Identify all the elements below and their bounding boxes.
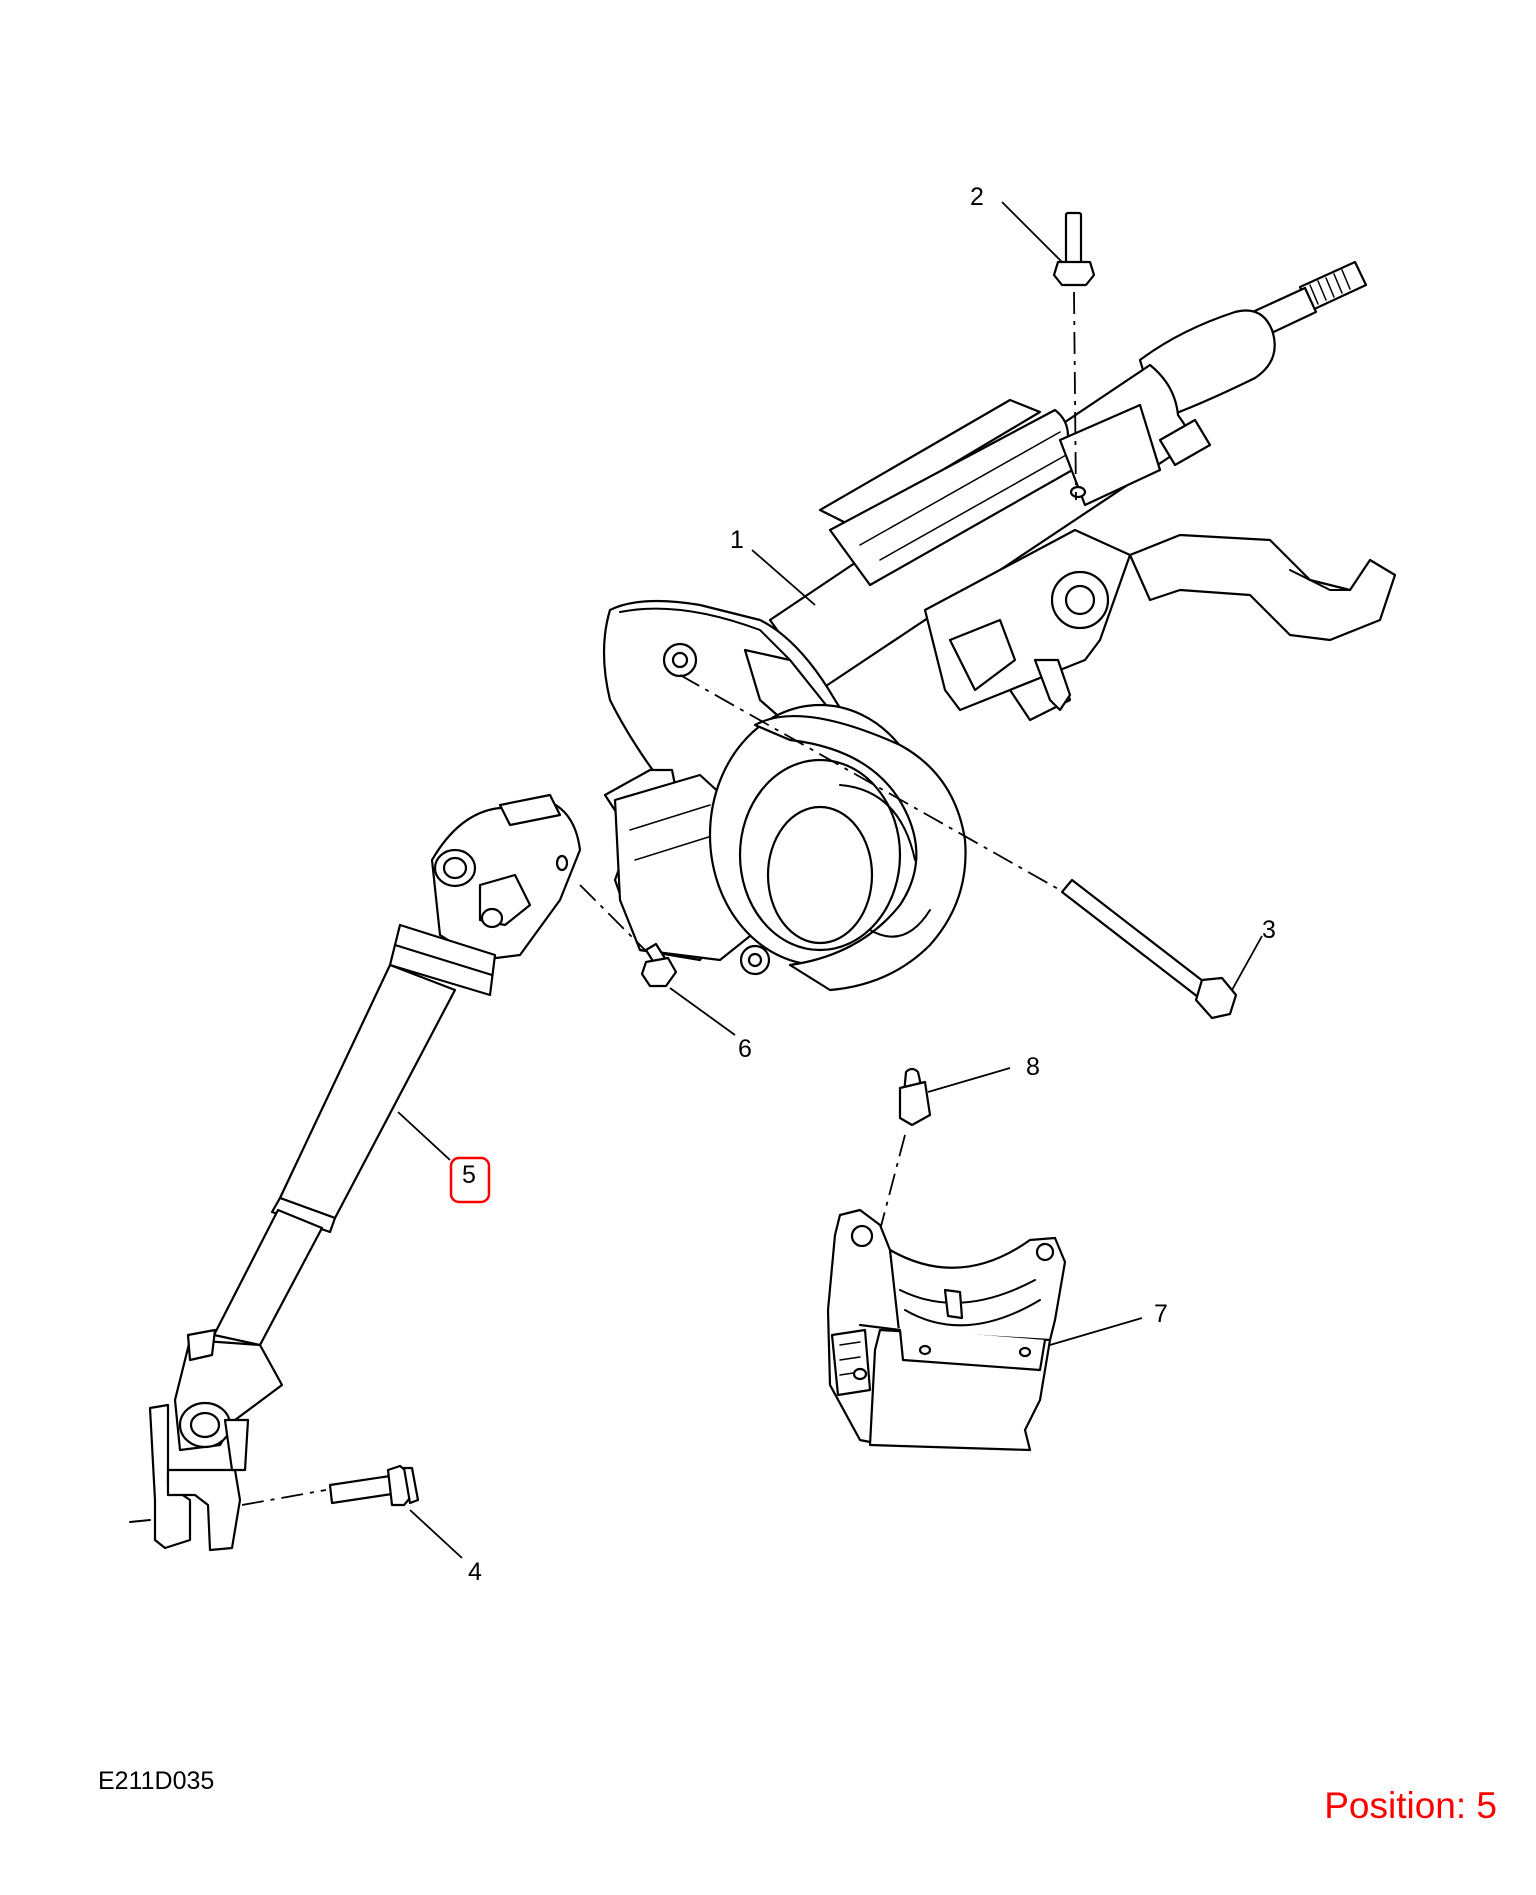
- leader-1: [751, 549, 816, 606]
- leader-7: [1049, 1317, 1143, 1346]
- drawing-code: E211D035: [98, 1767, 214, 1795]
- callout-3: 3: [1262, 916, 1276, 944]
- leader-4: [409, 1509, 463, 1559]
- callout-7: 7: [1154, 1300, 1168, 1328]
- leader-8: [927, 1067, 1011, 1093]
- callouts: 1 2 3 4 5 6 7 8: [449, 183, 1276, 1586]
- part-6-small-bolt: [579, 884, 678, 988]
- callout-6: 6: [738, 1035, 752, 1063]
- part-7-module: [826, 1208, 1067, 1452]
- callout-5: 5: [462, 1161, 476, 1189]
- leader-3: [1231, 935, 1263, 991]
- part-4-pinch-bolt: [328, 1464, 420, 1507]
- part-3-long-bolt: [679, 674, 1238, 1020]
- part-5-intermediate-shaft: [129, 793, 582, 1552]
- callout-4: 4: [468, 1558, 482, 1586]
- position-label: Position: 5: [1324, 1785, 1497, 1826]
- leader-lines: [397, 201, 1263, 1559]
- callout-2: 2: [970, 183, 984, 211]
- leader-2: [1001, 201, 1063, 263]
- part-2-bolt: [1052, 211, 1096, 501]
- highlight-box: [449, 1156, 491, 1204]
- callout-8: 8: [1026, 1053, 1040, 1081]
- leader-5: [397, 1111, 451, 1161]
- callout-1: 1: [730, 526, 744, 554]
- leader-6: [669, 987, 736, 1036]
- part-1-steering-column: [602, 260, 1397, 992]
- part-8-plug: [879, 1067, 932, 1231]
